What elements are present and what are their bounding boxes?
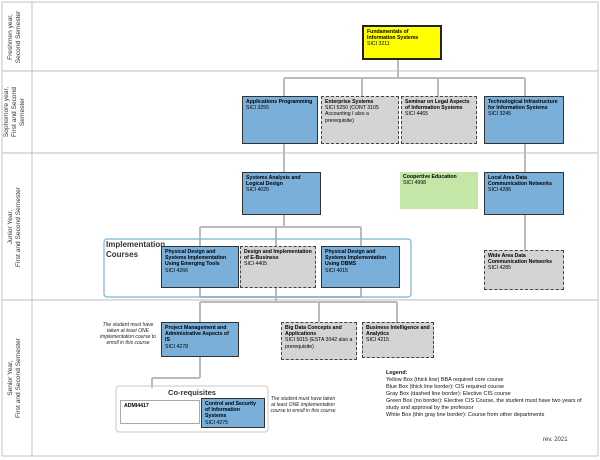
legend-item-elective: Gray Box (dashed line border): Elective … (386, 391, 511, 397)
implementation-courses-label: Implementation Courses (106, 240, 166, 259)
course-sici3245: Technological Infrastructure for Informa… (484, 96, 564, 144)
legend-item-white: White Box (thin gray line border): Cours… (386, 412, 545, 418)
corequisites-label: Co-requisites (168, 388, 216, 397)
row-label-senior: Senior Year, First and Second Semester (7, 338, 22, 418)
legend-title: Legend (386, 370, 406, 376)
implementation-courses-group (103, 238, 412, 298)
course-admi4417: ADMI4417 (120, 400, 200, 424)
row-band-freshman (1, 1, 599, 72)
legend-item-green: Green Box (no border): Elective CIS Cour… (386, 398, 582, 411)
row-label-sophomore: Sophomore year, First and Second Semeste… (3, 86, 26, 138)
course-sici4278: Project Management and Administrative As… (161, 322, 239, 357)
connectors (151, 60, 526, 388)
course-sici4266: Physical Design and Systems Implementati… (161, 246, 239, 288)
note-project-management: The student must have taken at least ONE… (100, 322, 156, 346)
legend: Legend: Yellow Box (thick line) BBA requ… (386, 370, 592, 419)
revision-label: rev. 2021 (543, 437, 568, 443)
legend-item-core: Yellow Box (thick line) BBA required cor… (386, 377, 504, 383)
corequisites-group (115, 385, 269, 433)
course-sici4275: Control and Security of Information Syst… (201, 398, 265, 428)
note-control-security: The student must have taken at least ONE… (270, 396, 336, 414)
legend-item-required: Blue Box (thick line border): CIS requir… (386, 384, 504, 390)
row-label-junior: Junior Year, First and Second Semester (7, 186, 22, 267)
course-sici4015: Physical Design and Systems Implementati… (321, 246, 400, 288)
row-label-freshman: Freshmen year, Second Semester (7, 10, 23, 63)
course-sici4465: Seminar on Legal Aspects of Information … (401, 96, 477, 144)
